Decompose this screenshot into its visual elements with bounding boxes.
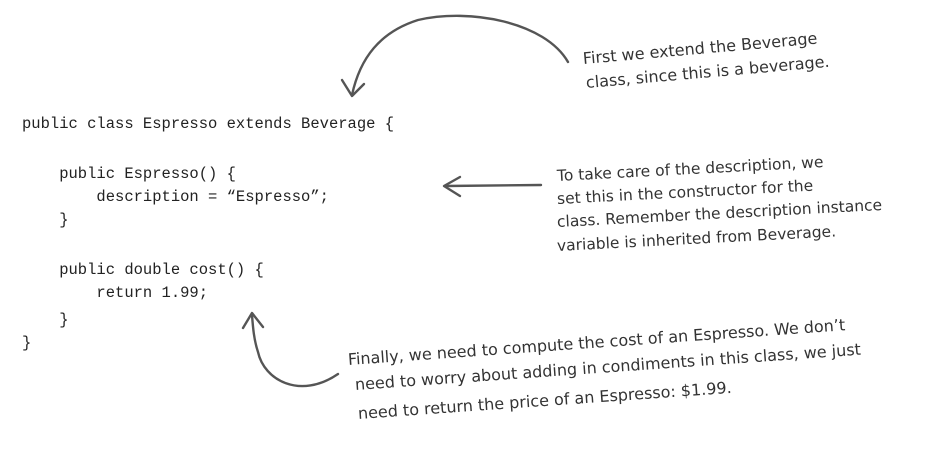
code-line-constructor-declaration: public Espresso() { (22, 165, 236, 183)
extends-arrow (340, 14, 570, 98)
code-line-constructor-close: } (22, 211, 69, 229)
code-line-cost-declaration: public double cost() { (22, 261, 264, 279)
code-line-class-close: } (22, 334, 32, 352)
description-arrow (442, 175, 543, 198)
code-line-return-statement: return 1.99; (22, 284, 209, 302)
cost-arrow (241, 311, 340, 388)
code-line-description-assignment: description = “Espresso”; (22, 188, 329, 206)
code-line-cost-close: } (22, 311, 69, 329)
code-line-class-declaration: public class Espresso extends Beverage { (22, 115, 395, 133)
